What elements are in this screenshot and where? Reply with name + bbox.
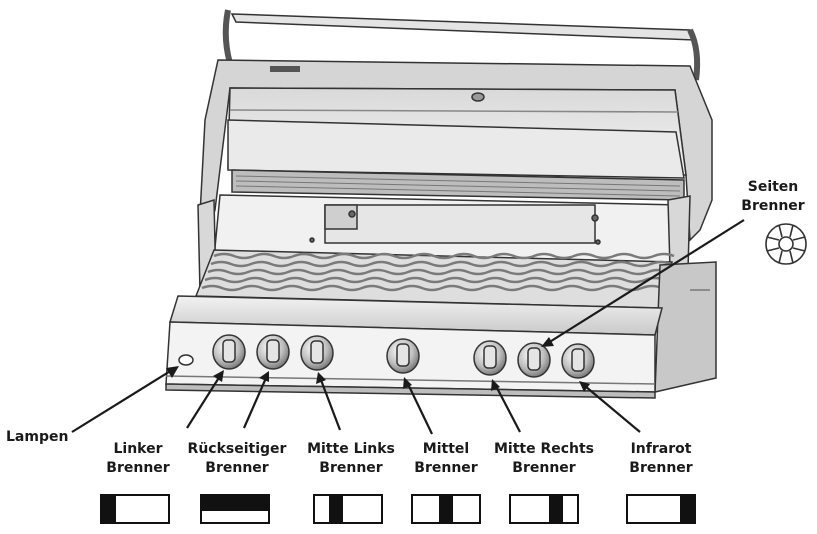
burner-position-diagram-left: [100, 494, 170, 524]
knob-icon: [386, 338, 420, 374]
burner-fill: [680, 496, 694, 522]
knob-icon: [561, 343, 595, 379]
firebox: [197, 194, 691, 293]
burner-position-diagram-rear: [200, 494, 270, 524]
burner-fill: [549, 496, 563, 522]
label-lamps-text: Lampen: [6, 429, 69, 445]
knob-icon: [212, 334, 246, 370]
label-mid-left-burner: Mitte Links Brenner: [296, 440, 406, 478]
label-rear-burner-line1: Rückseitiger: [187, 441, 287, 457]
burner-fill: [102, 496, 116, 522]
label-rear-burner-line2: Brenner: [205, 460, 269, 476]
grill-lid: [199, 9, 713, 243]
label-mid-right-burner: Mitte Rechts Brenner: [484, 440, 604, 478]
burner-position-diagram-infrared: [626, 494, 696, 524]
burner-position-diagram-mid-left: [313, 494, 383, 524]
cooking-grates: [194, 249, 675, 309]
label-left-burner: Linker Brenner: [98, 440, 178, 478]
label-lamps: Lampen: [6, 428, 74, 447]
knob-icon: [473, 340, 507, 376]
side-burner-icon: [765, 223, 807, 265]
label-left-burner-line1: Linker: [113, 441, 163, 457]
label-rear-burner: Rückseitiger Brenner: [182, 440, 292, 478]
label-mid-burner: Mittel Brenner: [404, 440, 488, 478]
label-side-burner-line2: Brenner: [741, 198, 805, 214]
label-mid-right-burner-line2: Brenner: [512, 460, 576, 476]
label-mid-left-burner-line2: Brenner: [319, 460, 383, 476]
label-mid-right-burner-line1: Mitte Rechts: [493, 441, 595, 457]
burner-fill: [329, 496, 343, 522]
lamp-icon: [178, 354, 194, 366]
label-infrared-burner-line2: Brenner: [629, 460, 693, 476]
label-mid-burner-line2: Brenner: [414, 460, 478, 476]
label-side-burner: Seiten Brenner: [740, 178, 806, 216]
knob-icon: [256, 334, 290, 370]
label-mid-burner-line1: Mittel: [422, 441, 470, 457]
leader-arrows: [71, 219, 745, 435]
label-mid-left-burner-line1: Mitte Links: [307, 441, 395, 457]
burner-position-diagram-mid-right: [509, 494, 579, 524]
label-infrared-burner: Infrarot Brenner: [618, 440, 704, 478]
burner-fill: [439, 496, 453, 522]
knob-icon: [517, 342, 551, 378]
burner-fill: [202, 496, 268, 511]
knobs: [212, 334, 595, 379]
label-infrared-burner-line1: Infrarot: [630, 441, 692, 457]
burner-position-diagram-mid: [411, 494, 481, 524]
knob-icon: [300, 335, 334, 371]
label-left-burner-line2: Brenner: [106, 460, 170, 476]
label-side-burner-line1: Seiten: [747, 179, 799, 195]
